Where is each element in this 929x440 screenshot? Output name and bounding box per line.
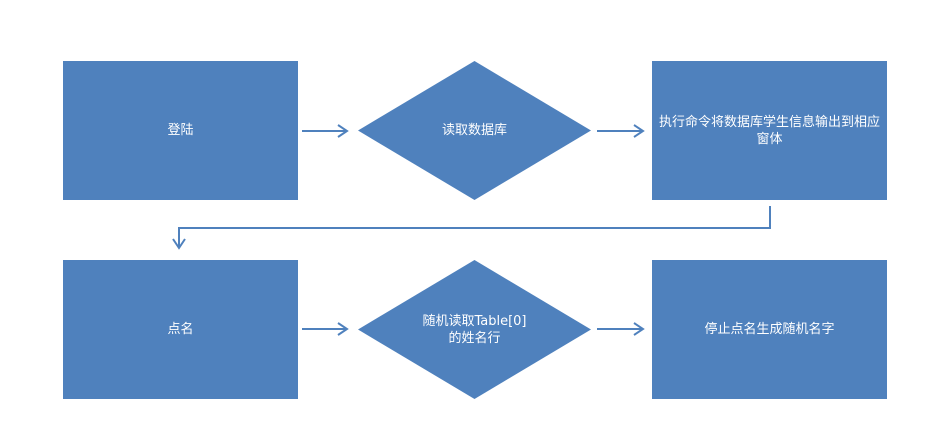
roll-call-node: 点名 <box>63 260 298 399</box>
arrow-roll-call-to-random-read <box>302 322 349 336</box>
diamond-shape <box>358 61 591 200</box>
read-db-node: 读取数据库 <box>358 61 591 200</box>
arrow-login-to-read-db <box>302 124 349 138</box>
arrow-random-read-to-stop <box>597 322 645 336</box>
random-read-label-line2: 的姓名行 <box>448 330 501 346</box>
arrow-read-db-to-execute <box>597 124 645 138</box>
diamond-shape <box>358 260 591 399</box>
stop-label: 停止点名生成随机名字 <box>704 322 835 337</box>
execute-output-label: 执行命令将数据库学生信息输出到相应窗体 <box>658 114 880 147</box>
roll-call-label: 点名 <box>167 322 194 337</box>
read-db-label: 读取数据库 <box>441 123 507 138</box>
random-read-node: 随机读取Table[0] 的姓名行 <box>358 260 591 399</box>
arrow-execute-to-roll-call <box>172 206 771 250</box>
execute-output-node: 执行命令将数据库学生信息输出到相应窗体 <box>652 61 887 200</box>
login-label: 登陆 <box>167 123 194 138</box>
login-node: 登陆 <box>63 61 298 200</box>
stop-node: 停止点名生成随机名字 <box>652 260 887 399</box>
random-read-label-line1: 随机读取Table[0] <box>422 313 527 329</box>
